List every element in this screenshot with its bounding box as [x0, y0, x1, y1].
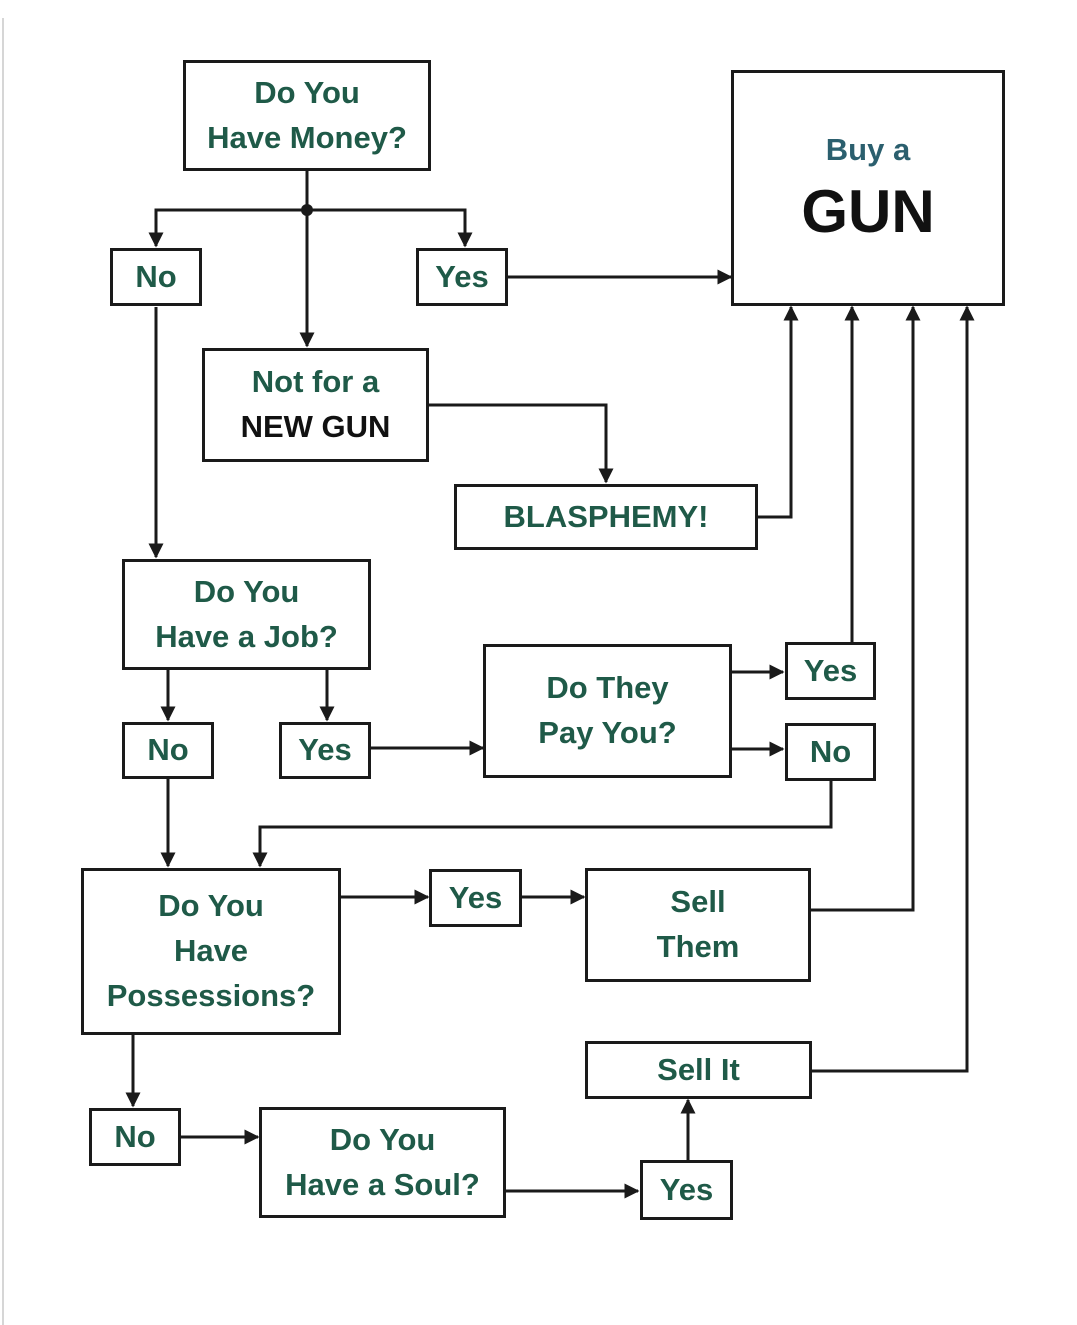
node-not-for-gun: Not for a NEW GUN: [202, 348, 429, 462]
node-poss-no: No: [89, 1108, 181, 1166]
node-text: Have Money?: [207, 119, 407, 155]
node-text: Yes: [803, 652, 858, 688]
node-text: No: [135, 258, 177, 294]
node-have-possessions: Do You Have Possessions?: [81, 868, 341, 1035]
node-pay-no: No: [785, 723, 876, 781]
junction-dot: [301, 204, 313, 216]
node-text: No: [147, 732, 189, 768]
node-poss-yes: Yes: [429, 869, 522, 927]
node-text: Them: [656, 929, 740, 964]
node-soul-yes: Yes: [640, 1160, 733, 1220]
node-job-yes: Yes: [279, 722, 371, 779]
left-edge-line: [2, 18, 4, 1325]
node-text: Pay You?: [538, 715, 677, 750]
node-sell-it: Sell It: [585, 1041, 812, 1099]
node-pay-you: Do They Pay You?: [483, 644, 732, 778]
node-text: Have a Job?: [155, 618, 338, 654]
node-text: Yes: [659, 1171, 714, 1207]
node-money-yes: Yes: [416, 248, 508, 306]
node-text-gun: GUN: [801, 178, 935, 246]
node-text-new-gun: NEW GUN: [240, 409, 391, 444]
node-blasphemy: BLASPHEMY!: [454, 484, 758, 550]
node-text: Do You: [254, 74, 360, 110]
node-pay-yes: Yes: [785, 642, 876, 700]
node-text: Sell It: [657, 1051, 740, 1087]
node-text: Do They: [546, 670, 669, 706]
edge-sellthem-gun: [810, 305, 921, 912]
node-text: Do You: [158, 888, 264, 924]
node-text: Yes: [298, 732, 352, 768]
node-buy-gun: Buy a GUN: [731, 70, 1005, 306]
node-text: Not for a: [251, 364, 380, 400]
node-job-no: No: [122, 722, 214, 779]
node-text: Yes: [435, 258, 489, 294]
edge-sellit-gun: [811, 305, 975, 1073]
node-sell-them: Sell Them: [585, 868, 811, 982]
edge-blasphemy-gun: [757, 305, 799, 519]
node-text: Do You: [193, 573, 300, 609]
edge-money-no: [148, 208, 307, 248]
node-have-soul: Do You Have a Soul?: [259, 1107, 506, 1218]
node-text: Have a Soul?: [285, 1166, 480, 1202]
edge-money-yes: [307, 208, 473, 248]
node-money-no: No: [110, 248, 202, 306]
node-text: Have: [173, 933, 249, 969]
node-text: Sell: [670, 884, 726, 920]
node-text: Do You: [329, 1121, 436, 1157]
edge-payno-poss: [252, 780, 833, 868]
edge-notgun-blasphemy: [428, 403, 614, 484]
node-text: No: [809, 733, 852, 769]
node-have-money: Do You Have Money?: [183, 60, 431, 171]
node-text: Possessions?: [106, 977, 316, 1013]
node-text: No: [114, 1118, 156, 1154]
node-have-job: Do You Have a Job?: [122, 559, 371, 670]
node-text-buy: Buy a: [825, 131, 911, 167]
node-text: Yes: [448, 879, 503, 915]
node-text: BLASPHEMY!: [503, 498, 709, 534]
